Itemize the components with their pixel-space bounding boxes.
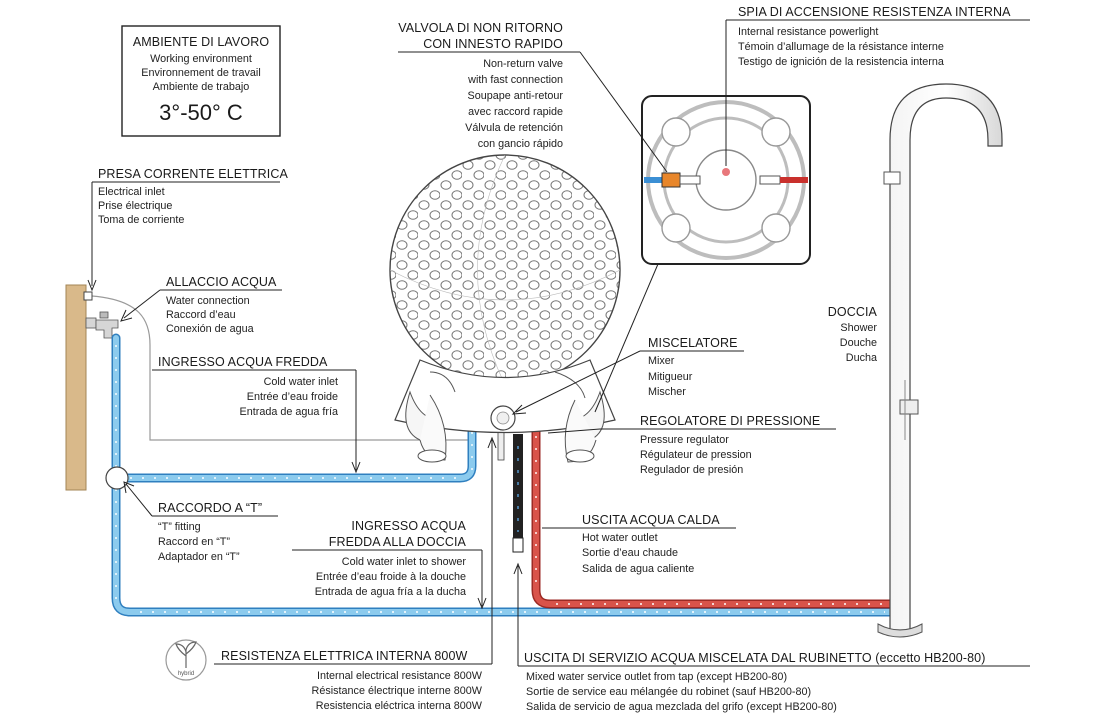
hot-water-pipe — [531, 425, 895, 609]
power-inlet-title: PRESA CORRENTE ELETTRICA — [98, 167, 288, 181]
hybrid-logo: hybrid — [165, 639, 207, 681]
ambient-line-2: Ambiente de trabajo — [153, 81, 250, 93]
service-outlet-line-1: Sortie de service eau mélangée du robine… — [526, 686, 811, 698]
label-heater: RESISTENZA ELETTRICA INTERNA 800W Intern… — [214, 436, 497, 712]
shower-cold-inlet-line-0: Cold water inlet to shower — [342, 556, 467, 568]
water-connection-line-2: Conexión de agua — [166, 323, 254, 335]
label-shower: DOCCIA Shower Douche Ducha — [828, 305, 878, 364]
service-outlet-title: USCITA DI SERVIZIO ACQUA MISCELATA DAL R… — [524, 651, 985, 665]
sphere-tank — [389, 154, 621, 463]
mixer-title: MISCELATORE — [648, 336, 738, 350]
power-inlet-line-1: Prise électrique — [98, 200, 172, 212]
label-service-outlet: USCITA DI SERVIZIO ACQUA MISCELATA DAL R… — [513, 562, 1030, 713]
valve-title-0: VALVOLA DI NON RITORNO — [398, 21, 563, 35]
label-cold-inlet: INGRESSO ACQUA FREDDA Cold water inlet E… — [152, 355, 361, 474]
label-pressure: REGOLATORE DI PRESSIONE Pressure regulat… — [547, 414, 836, 476]
t-fitting-line-2: Adaptador en “T” — [158, 551, 240, 563]
service-outlet-line-0: Mixed water service outlet from tap (exc… — [526, 671, 787, 683]
shower-line-1: Douche — [840, 337, 877, 349]
t-fitting-line-1: Raccord en “T” — [158, 536, 230, 548]
detail-connector-line — [594, 263, 659, 413]
cold-inlet-line-2: Entrada de agua fría — [240, 406, 338, 418]
service-outlet-line-2: Salida de servicio de agua mezclada del … — [526, 701, 837, 713]
mixer-line-0: Mixer — [648, 355, 675, 367]
shower-cold-inlet-line-1: Entrée d’eau froide à la douche — [316, 571, 466, 583]
power-inlet-line-0: Electrical inlet — [98, 186, 165, 198]
ambient-line-0: Working environment — [150, 53, 252, 65]
ambient-range: 3°-50° C — [159, 100, 243, 125]
heater-line-2: Resistencia eléctrica interna 800W — [316, 700, 483, 712]
pressure-line-0: Pressure regulator — [640, 434, 729, 446]
valve-line-0: Non-return valve — [483, 58, 563, 70]
shower-cold-inlet-title-1: FREDDA ALLA DOCCIA — [329, 535, 467, 549]
pressure-title: REGOLATORE DI PRESSIONE — [640, 414, 820, 428]
label-valve: VALVOLA DI NON RITORNO CON INNESTO RAPID… — [398, 21, 668, 173]
heater-title: RESISTENZA ELETTRICA INTERNA 800W — [221, 649, 468, 663]
heater-line-1: Résistance électrique interne 800W — [312, 685, 483, 697]
power-inlet-line-2: Toma de corriente — [98, 214, 184, 226]
water-connection-title: ALLACCIO ACQUA — [166, 275, 277, 289]
ambient-line-1: Environnement de travail — [141, 67, 260, 79]
label-power-inlet: PRESA CORRENTE ELETTRICA Electrical inle… — [87, 167, 288, 292]
water-connection-line-1: Raccord d’eau — [166, 309, 236, 321]
powerlight-indicator — [722, 168, 730, 176]
ambient-box: AMBIENTE DI LAVORO Working environment E… — [121, 25, 281, 137]
hot-outlet-line-2: Salida de agua caliente — [582, 563, 694, 575]
cold-inlet-title: INGRESSO ACQUA FREDDA — [158, 355, 328, 369]
valve-line-3: avec raccord rapide — [468, 106, 563, 118]
pressure-line-1: Régulateur de pression — [640, 449, 752, 461]
label-powerlight: SPIA DI ACCENSIONE RESISTENZA INTERNA In… — [725, 5, 1030, 166]
wall-post — [65, 284, 87, 491]
valve-title-1: CON INNESTO RAPIDO — [423, 37, 563, 51]
valve-line-1: with fast connection — [467, 74, 563, 86]
hot-outlet-line-0: Hot water outlet — [582, 532, 658, 544]
shower-column — [877, 83, 1003, 638]
water-connection-line-0: Water connection — [166, 295, 250, 307]
t-fitting — [105, 466, 129, 490]
cold-inlet-line-0: Cold water inlet — [264, 376, 338, 388]
pressure-line-2: Regulador de presión — [640, 464, 743, 476]
ambient-title: AMBIENTE DI LAVORO — [133, 35, 269, 49]
powerlight-line-0: Internal resistance powerlight — [738, 26, 878, 38]
powerlight-line-2: Testigo de ignición de la resistencia in… — [738, 56, 944, 68]
label-hot-outlet: USCITA ACQUA CALDA Hot water outlet Sort… — [542, 513, 736, 575]
label-shower-cold-inlet: INGRESSO ACQUA FREDDA ALLA DOCCIA Cold w… — [292, 519, 487, 610]
cold-inlet-line-1: Entrée d’eau froide — [247, 391, 338, 403]
electrical-plug — [83, 291, 93, 301]
mixer-line-1: Mitigueur — [648, 371, 693, 383]
hot-outlet-title: USCITA ACQUA CALDA — [582, 513, 720, 527]
powerlight-title: SPIA DI ACCENSIONE RESISTENZA INTERNA — [738, 5, 1011, 19]
powerlight-line-1: Témoin d’allumage de la résistance inter… — [738, 41, 944, 53]
hot-outlet-line-1: Sortie d’eau chaude — [582, 547, 678, 559]
cold-water-pipes — [111, 333, 895, 617]
shower-title: DOCCIA — [828, 305, 878, 319]
hybrid-logo-text: hybrid — [178, 671, 194, 677]
heating-element — [512, 434, 524, 553]
t-fitting-line-0: “T” fitting — [158, 521, 201, 533]
valve-line-2: Soupape anti-retour — [468, 90, 564, 102]
mixer-knob — [490, 405, 516, 431]
valve-line-4: Válvula de retención — [465, 122, 563, 134]
heater-line-0: Internal electrical resistance 800W — [317, 670, 483, 682]
label-t-fitting: RACCORDO A “T” “T” fitting Raccord en “T… — [123, 481, 278, 563]
label-mixer: MISCELATORE Mixer Mitigueur Mischer — [511, 336, 744, 415]
shower-line-0: Shower — [840, 322, 877, 334]
mixer-line-2: Mischer — [648, 386, 686, 398]
label-water-connection: ALLACCIO ACQUA Water connection Raccord … — [120, 275, 282, 335]
shower-cold-inlet-title-0: INGRESSO ACQUA — [351, 519, 466, 533]
shower-line-2: Ducha — [846, 352, 877, 364]
wall-tap — [85, 311, 119, 339]
electrical-cable — [91, 295, 470, 441]
valve-line-5: con gancio rápido — [478, 138, 563, 150]
t-fitting-title: RACCORDO A “T” — [158, 501, 262, 515]
shower-cold-inlet-line-2: Entrada de agua fría a la ducha — [315, 586, 466, 598]
